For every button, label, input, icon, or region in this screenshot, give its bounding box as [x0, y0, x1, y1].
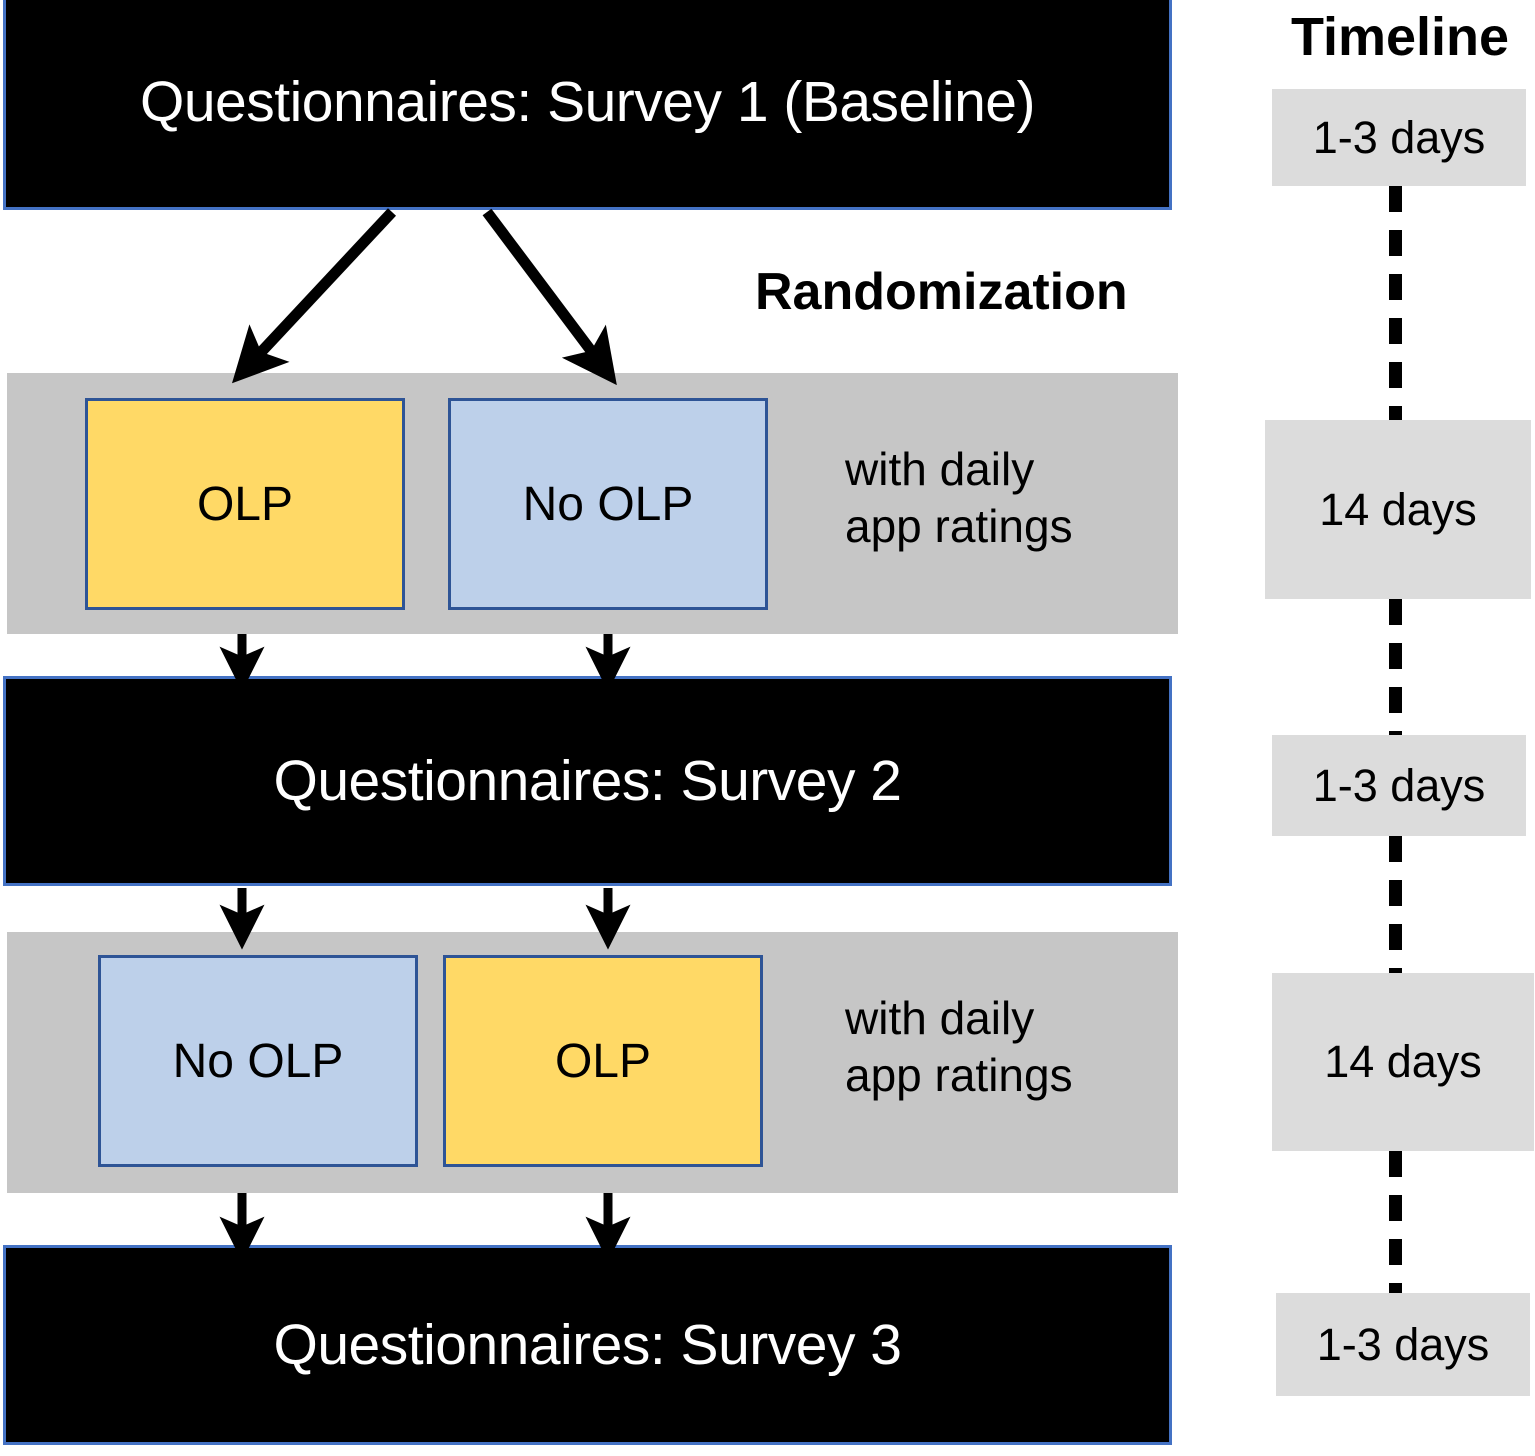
phase-2-arm-olp: OLP [443, 955, 763, 1167]
timeline-segment: 1-3 days [1276, 1293, 1530, 1396]
phase-1-arm-no-olp-label: No OLP [522, 477, 694, 531]
timeline-segment: 1-3 days [1272, 735, 1526, 836]
phase-1-arm-no-olp: No OLP [448, 398, 768, 610]
timeline-segment: 14 days [1272, 973, 1534, 1151]
phase-1-note: with daily app ratings [845, 443, 1073, 552]
timeline-dash-2 [1389, 599, 1402, 737]
arrow-randomize-left [231, 208, 397, 384]
phase-2-arm-olp-label: OLP [554, 1034, 652, 1088]
randomization-label: Randomization [755, 263, 1128, 321]
timeline-segment-label: 14 days [1324, 1036, 1482, 1087]
survey-2-label: Questionnaires: Survey 2 [273, 749, 903, 813]
survey-1-box: Questionnaires: Survey 1 (Baseline) [3, 0, 1172, 210]
survey-2-box: Questionnaires: Survey 2 [3, 676, 1172, 886]
phase-1-arm-olp: OLP [85, 398, 405, 610]
timeline-dash-1 [1389, 186, 1402, 422]
timeline-segment: 1-3 days [1272, 89, 1526, 186]
phase-2-arm-no-olp: No OLP [98, 955, 418, 1167]
timeline-title: Timeline [1290, 7, 1510, 67]
survey-3-box: Questionnaires: Survey 3 [3, 1245, 1172, 1445]
timeline-segment-label: 1-3 days [1312, 111, 1486, 163]
phase-1-arm-olp-label: OLP [196, 477, 294, 531]
phase-2-note: with daily app ratings [845, 992, 1073, 1101]
timeline-segment-label: 1-3 days [1316, 1318, 1490, 1370]
timeline-segment-label: 1-3 days [1312, 759, 1486, 811]
timeline-dash-4 [1389, 1151, 1402, 1294]
timeline-dash-3 [1389, 836, 1402, 974]
timeline-segment-label: 14 days [1319, 483, 1477, 535]
phase-2-arm-no-olp-label: No OLP [172, 1034, 344, 1088]
survey-3-label: Questionnaires: Survey 3 [273, 1313, 903, 1377]
arrow-randomize-right [482, 208, 617, 386]
timeline-segment: 14 days [1265, 420, 1531, 599]
survey-1-label: Questionnaires: Survey 1 (Baseline) [140, 70, 1035, 134]
